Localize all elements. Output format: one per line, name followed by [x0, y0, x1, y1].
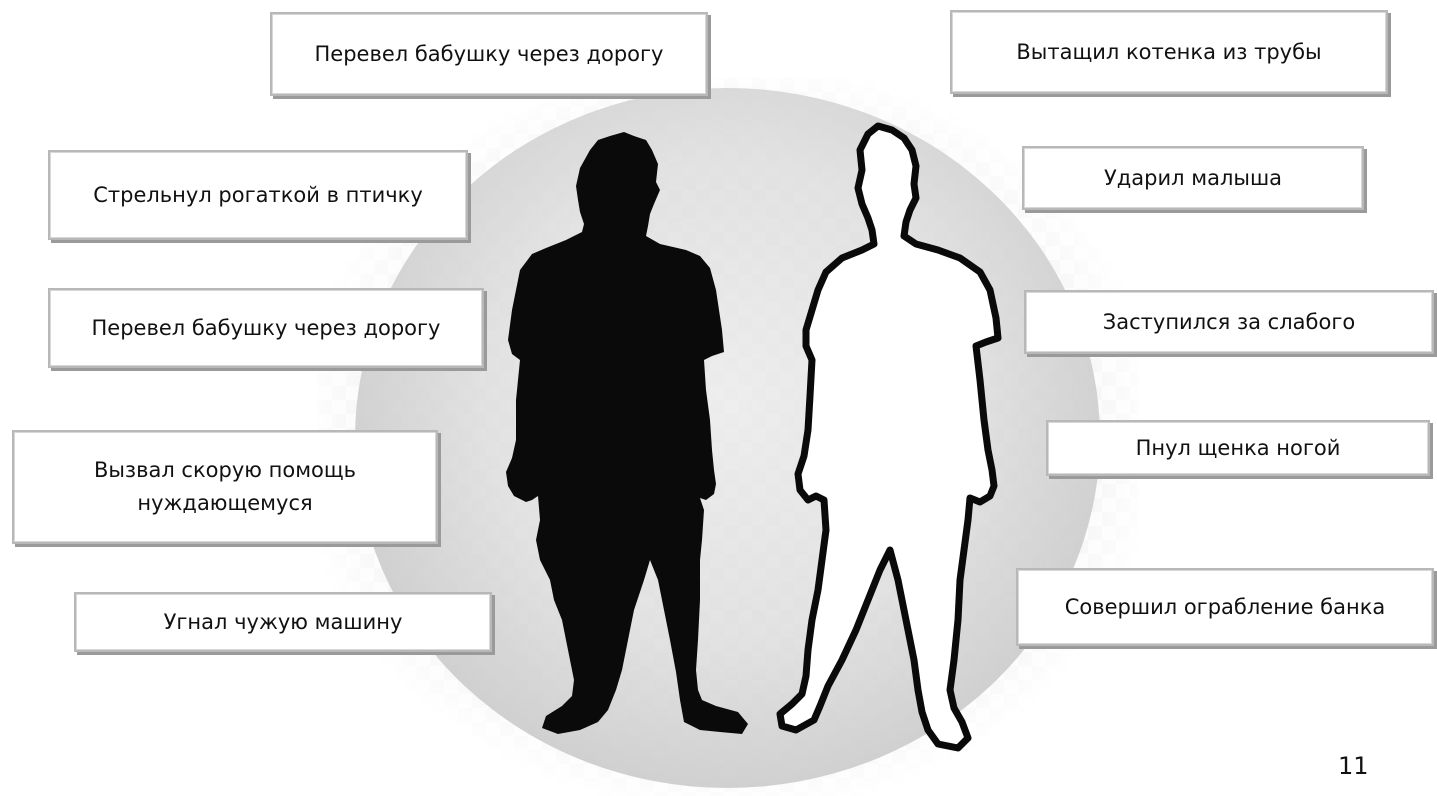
left-item-5: Угнал чужую машину — [74, 592, 492, 652]
left-item-2: Стрельнул рогаткой в птичку — [48, 150, 468, 240]
left-item-2-label: Стрельнул рогаткой в птичку — [93, 179, 423, 212]
left-item-3-label: Перевел бабушку через дорогу — [92, 312, 441, 345]
left-item-1: Перевел бабушку через дорогу — [270, 12, 708, 96]
right-item-1-label: Вытащил котенка из трубы — [1016, 36, 1321, 69]
right-item-4-label: Пнул щенка ногой — [1136, 432, 1341, 465]
white-outline-silhouette-figure — [780, 126, 998, 748]
right-item-3-label: Заступился за слабого — [1103, 306, 1355, 339]
left-item-1-label: Перевел бабушку через дорогу — [315, 38, 664, 71]
left-item-3: Перевел бабушку через дорогу — [48, 288, 484, 368]
right-item-5: Совершил ограбление банка — [1016, 568, 1434, 646]
page-number: 11 — [1338, 752, 1369, 780]
left-item-5-label: Угнал чужую машину — [164, 606, 403, 639]
right-item-2: Ударил малыша — [1022, 146, 1364, 210]
right-item-5-label: Совершил ограбление банка — [1065, 591, 1386, 624]
right-item-1: Вытащил котенка из трубы — [950, 10, 1388, 94]
right-item-3: Заступился за слабого — [1024, 290, 1434, 354]
left-item-4: Вызвал скорую помощь нуждающемуся — [12, 430, 438, 544]
left-item-4-label: Вызвал скорую помощь нуждающемуся — [80, 454, 370, 519]
dark-silhouette-figure — [506, 132, 748, 734]
right-item-4: Пнул щенка ногой — [1046, 420, 1430, 476]
right-item-2-label: Ударил малыша — [1104, 162, 1282, 195]
